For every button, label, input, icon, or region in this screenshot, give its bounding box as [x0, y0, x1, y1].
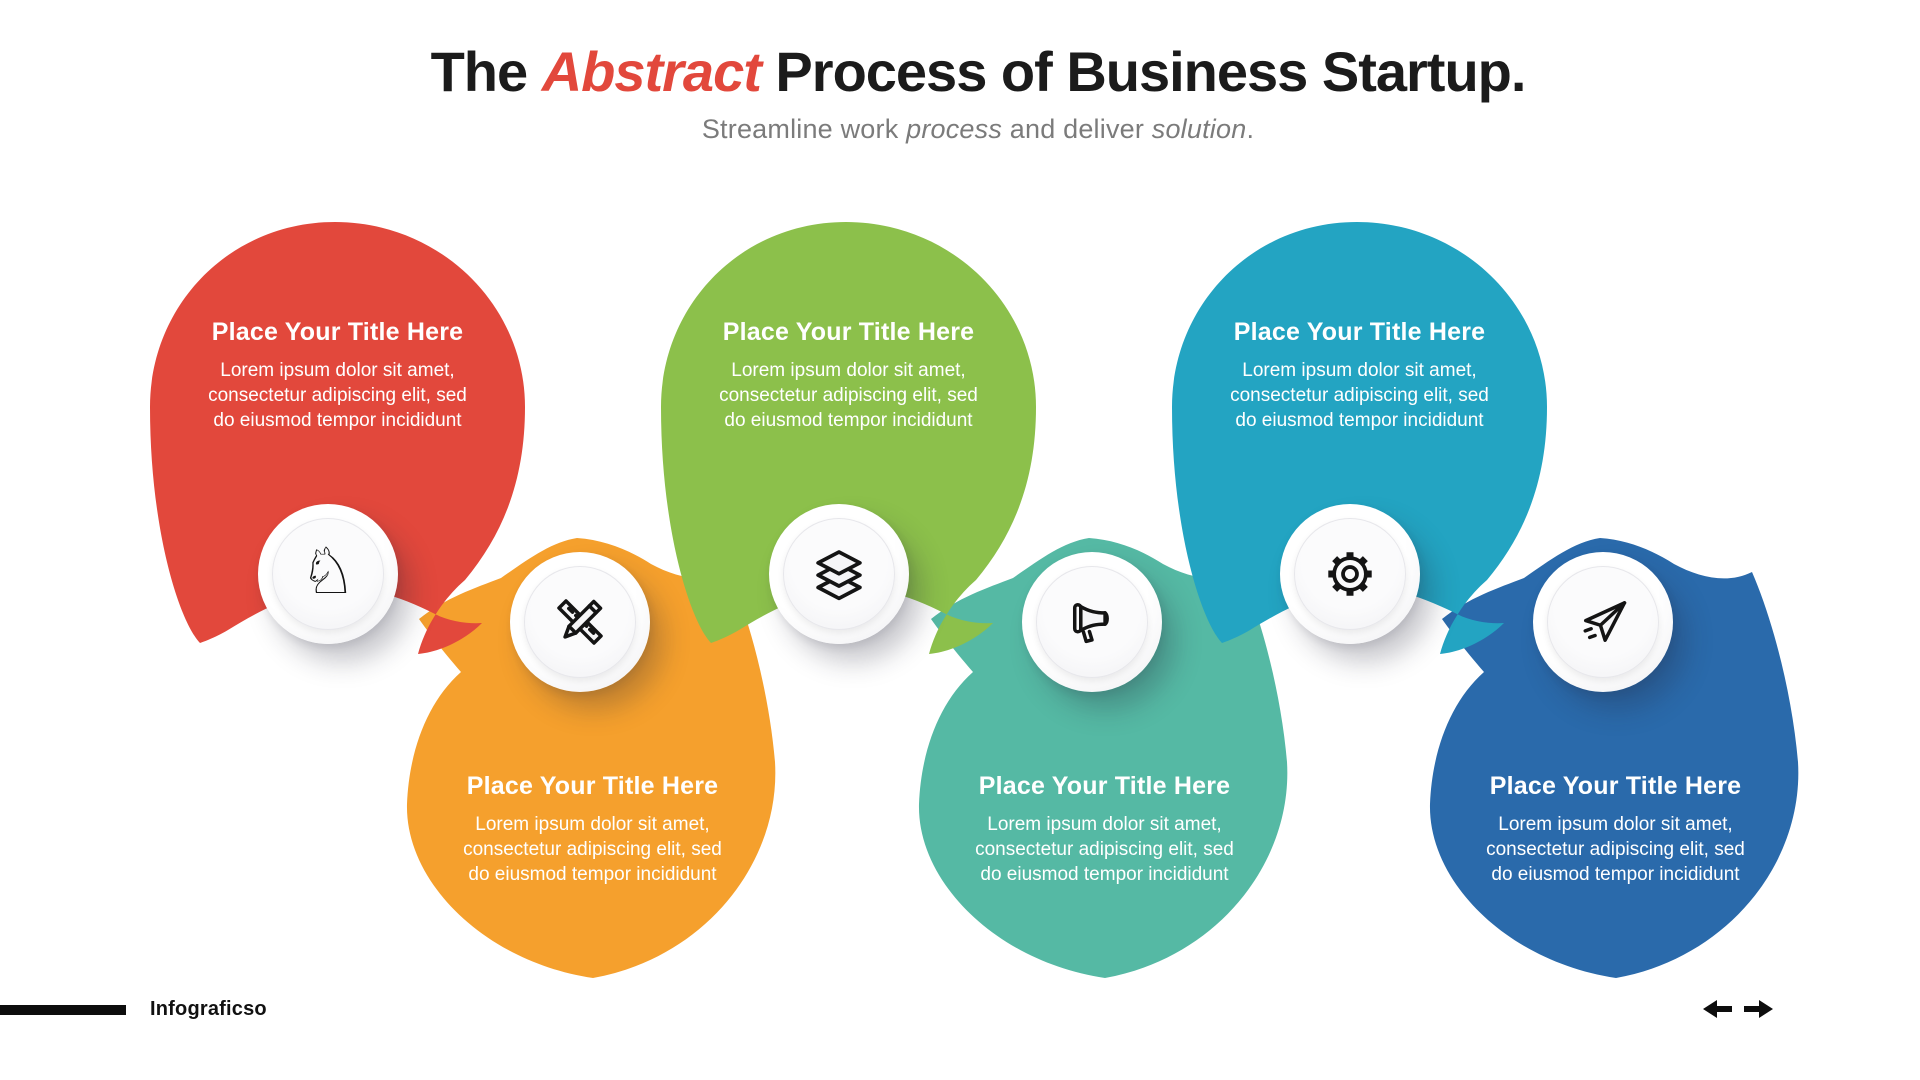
card-teal: Place Your Title Here Lorem ipsum dolor …: [917, 532, 1292, 987]
card-body: Lorem ipsum dolor sit amet, consectetur …: [719, 360, 978, 431]
card-content: Place Your Title Here Lorem ipsum dolor …: [1428, 772, 1803, 887]
orange-blob-shape: [406, 538, 776, 978]
title-pre: The: [430, 40, 542, 103]
card-orange: Place Your Title Here Lorem ipsum dolor …: [405, 532, 780, 987]
layers-icon: [816, 550, 862, 601]
card-body: Lorem ipsum dolor sit amet, consectetur …: [1486, 814, 1745, 885]
paper-plane-icon: [1583, 601, 1627, 642]
icon-badge: [769, 504, 909, 644]
card-content: Place Your Title Here Lorem ipsum dolor …: [1172, 318, 1547, 433]
footer-divider-bar: [0, 1005, 126, 1015]
card-title: Place Your Title Here: [722, 318, 975, 346]
icon-badge: [1533, 552, 1673, 692]
card-content: Place Your Title Here Lorem ipsum dolor …: [661, 318, 1036, 433]
chess-knight-icon: ♘: [299, 535, 357, 609]
card-body: Lorem ipsum dolor sit amet, consectetur …: [1230, 360, 1489, 431]
brand-label: Infograficso: [150, 998, 267, 1020]
icon-badge: ♘: [258, 504, 398, 644]
card-body: Lorem ipsum dolor sit amet, consectetur …: [208, 360, 467, 431]
teal-blob-shape: [918, 538, 1288, 978]
card-title: Place Your Title Here: [211, 318, 464, 346]
icon-badge-inner: ♘: [272, 518, 384, 630]
card-content: Place Your Title Here Lorem ipsum dolor …: [917, 772, 1292, 887]
icon-badge-inner: [1036, 566, 1148, 678]
card-title: Place Your Title Here: [978, 772, 1231, 800]
card-red: ♘ Place Your Title Here Lorem ipsum dolo…: [150, 222, 525, 677]
slide-header: The Abstract Process of Business Startup…: [18, 40, 1920, 145]
icon-badge: [1280, 504, 1420, 644]
page-subtitle: Streamline work process and deliver solu…: [701, 114, 1255, 145]
card-green: Place Your Title Here Lorem ipsum dolor …: [661, 222, 1036, 677]
title-post: Process of Business Startup.: [760, 40, 1526, 103]
card-content: Place Your Title Here Lorem ipsum dolor …: [405, 772, 780, 887]
icon-badge-inner: [1547, 566, 1659, 678]
green-blob-shape: [661, 222, 1036, 654]
red-blob-shape: [150, 222, 525, 654]
icon-badge: [1022, 552, 1162, 692]
gear-icon: [1328, 552, 1372, 596]
title-accent: Abstract: [541, 40, 762, 103]
icon-badge-inner: [1294, 518, 1406, 630]
card-title: Place Your Title Here: [466, 772, 719, 800]
blue-blob-shape: [1429, 538, 1799, 978]
cyan-blob-shape: [1172, 222, 1547, 654]
page-title: The Abstract Process of Business Startup…: [18, 40, 1920, 104]
megaphone-icon: [1072, 602, 1109, 644]
card-content: Place Your Title Here Lorem ipsum dolor …: [150, 318, 525, 433]
pencil-ruler-icon: [557, 599, 603, 645]
card-title: Place Your Title Here: [1489, 772, 1742, 800]
slide-nav: [1702, 998, 1774, 1020]
card-body: Lorem ipsum dolor sit amet, consectetur …: [463, 814, 722, 885]
prev-arrow-icon[interactable]: [1702, 998, 1734, 1020]
icon-badge-inner: [524, 566, 636, 678]
card-body: Lorem ipsum dolor sit amet, consectetur …: [975, 814, 1234, 885]
icon-badge-inner: [783, 518, 895, 630]
next-arrow-icon[interactable]: [1742, 998, 1774, 1020]
card-blue: Place Your Title Here Lorem ipsum dolor …: [1428, 532, 1803, 987]
card-title: Place Your Title Here: [1233, 318, 1486, 346]
card-cyan: Place Your Title Here Lorem ipsum dolor …: [1172, 222, 1547, 677]
icon-badge: [510, 552, 650, 692]
